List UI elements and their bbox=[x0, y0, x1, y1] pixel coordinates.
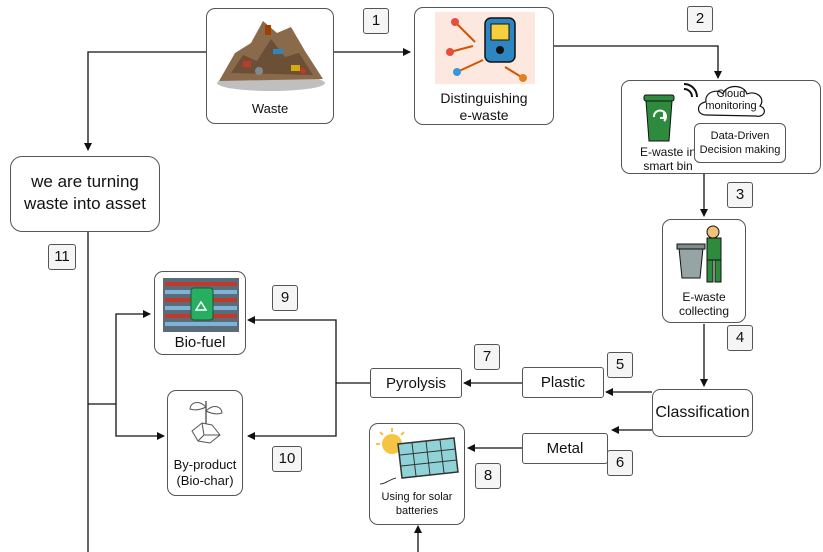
cloud-shape bbox=[697, 85, 765, 117]
classification-label: Classification bbox=[655, 404, 750, 421]
data-driven-label-2: Decision making bbox=[699, 144, 781, 156]
step-badge-6: 6 bbox=[607, 450, 633, 476]
biochar-label-2: (Bio-char) bbox=[176, 473, 234, 488]
arrow-waste-to-asset bbox=[84, 51, 206, 151]
biochar-label-1: By-product bbox=[173, 457, 237, 472]
step-badge-7: 7 bbox=[474, 344, 500, 370]
solar-label-2: batteries bbox=[395, 505, 439, 517]
step-badge-4: 4 bbox=[727, 325, 753, 351]
arrow-trunk-to-biochar bbox=[115, 404, 165, 440]
biofuel-image bbox=[163, 278, 239, 332]
metal-label: Metal bbox=[546, 440, 584, 457]
distinguishing-node: Distinguishing e-waste bbox=[414, 7, 554, 125]
solar-panel-icon bbox=[376, 428, 459, 485]
smart-bin-label-2: smart bin bbox=[643, 159, 693, 173]
classification-box: Classification bbox=[652, 389, 753, 437]
step-badge-9: 9 bbox=[272, 285, 298, 311]
asset-label-2: waste into asset bbox=[24, 194, 146, 213]
distinguishing-label-1: Distinguishing bbox=[440, 90, 528, 106]
arrow-pyrolysis-to-biochar bbox=[247, 383, 337, 440]
asset-label-1: we are turning bbox=[31, 172, 139, 191]
collecting-label-1: E-waste bbox=[682, 290, 726, 304]
scanner-illustration bbox=[435, 12, 535, 84]
smart-bin-node: E-waste in smart bin Cloud monitoring Da… bbox=[621, 80, 821, 174]
pyrolysis-box: Pyrolysis bbox=[370, 368, 462, 398]
solar-label-1: Using for solar bbox=[381, 491, 453, 503]
step-badge-3: 3 bbox=[727, 182, 753, 208]
pyrolysis-label: Pyrolysis bbox=[385, 375, 446, 392]
collecting-node: E-waste collecting bbox=[662, 219, 746, 323]
waste-pile-illustration bbox=[217, 21, 325, 91]
step-badge-11: 11 bbox=[48, 244, 76, 270]
worker-illustration bbox=[676, 225, 722, 283]
step-badge-2: 2 bbox=[687, 6, 713, 32]
plastic-label: Plastic bbox=[540, 374, 586, 391]
arrow-pyrolysis-to-biofuel bbox=[247, 316, 370, 384]
step-badge-5: 5 bbox=[607, 352, 633, 378]
waste-label: Waste bbox=[251, 101, 289, 116]
solar-node: Using for solar batteries bbox=[369, 423, 465, 525]
biofuel-label: Bio-fuel bbox=[174, 334, 226, 351]
asset-node: we are turning waste into asset bbox=[10, 156, 160, 232]
smart-bin-icon bbox=[643, 83, 698, 142]
plastic-box: Plastic bbox=[522, 367, 604, 398]
step-badge-10: 10 bbox=[272, 446, 302, 472]
biofuel-node: Bio-fuel bbox=[154, 271, 246, 355]
step-badge-8: 8 bbox=[475, 463, 501, 489]
arrow-distinguishing-to-cloud bbox=[554, 45, 722, 79]
metal-box: Metal bbox=[522, 433, 608, 464]
smart-bin-label-1: E-waste in bbox=[639, 145, 697, 159]
cloud-label-2: monitoring bbox=[705, 100, 757, 112]
arrow-trunk-to-biofuel bbox=[115, 310, 151, 404]
data-driven-box: Data-Driven Decision making bbox=[694, 123, 786, 163]
waste-node: Waste bbox=[206, 8, 334, 124]
distinguishing-label-2: e-waste bbox=[459, 107, 509, 123]
cloud-label-1: Cloud bbox=[716, 88, 746, 100]
plant-icon bbox=[189, 401, 223, 444]
step-badge-1: 1 bbox=[363, 8, 389, 34]
data-driven-label-1: Data-Driven bbox=[710, 130, 770, 142]
collecting-label-2: collecting bbox=[678, 304, 730, 318]
biochar-node: By-product (Bio-char) bbox=[167, 390, 243, 496]
